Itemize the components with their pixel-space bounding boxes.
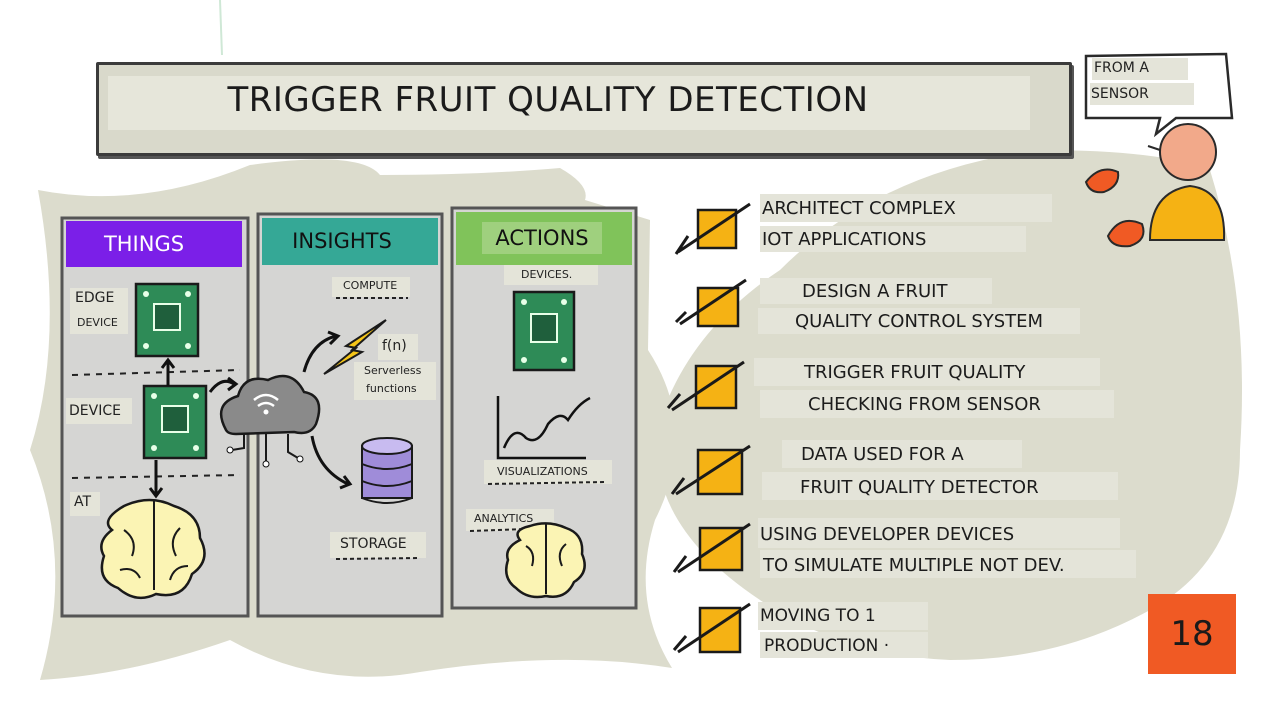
item-line-1: DATA USED FOR A: [801, 444, 964, 465]
checklist-item: DESIGN A FRUIT QUALITY CONTROL SYSTEM: [674, 278, 1134, 342]
item-line-1: MOVING TO 1: [760, 606, 876, 626]
analytics-brain-icon: [505, 522, 586, 599]
storage-database-icon: [361, 437, 413, 504]
arrow-right-icon: [208, 376, 239, 393]
label-storage: STORAGE: [340, 536, 407, 552]
actions-heading: ACTIONS: [495, 226, 589, 250]
bubble-line-1: FROM A: [1094, 60, 1149, 76]
checkbox-checked-icon: [672, 522, 751, 574]
item-line-2: FRUIT QUALITY DETECTOR: [800, 477, 1039, 498]
item-line-1: DESIGN A FRUIT: [802, 281, 948, 302]
item-line-1: ARCHITECT COMPLEX: [762, 198, 956, 219]
checkbox-checked-icon: [674, 278, 747, 328]
visualization-chart-icon: [496, 396, 591, 460]
slide-title: TRIGGER FRUIT QUALITY DETECTION: [227, 80, 869, 120]
cloud-wifi-icon: [219, 374, 321, 468]
lightning-icon: [323, 319, 387, 375]
arrow-to-storage-icon: [310, 435, 353, 490]
item-line-2: IOT APPLICATIONS: [762, 229, 927, 250]
label-device: DEVICE: [69, 403, 121, 419]
checkbox-checked-icon: [674, 202, 751, 255]
item-line-2: TO SIMULATE MULTIPLE NOT DEV.: [763, 555, 1065, 576]
item-line-1: TRIGGER FRUIT QUALITY: [804, 362, 1026, 383]
presenter-person-icon: [1084, 123, 1226, 248]
action-device-chip-icon: [512, 290, 576, 372]
item-line-2: QUALITY CONTROL SYSTEM: [795, 311, 1044, 332]
checklist-item: USING DEVELOPER DEVICES TO SIMULATE MULT…: [672, 518, 1142, 584]
checkbox-checked-icon: [666, 360, 745, 412]
label-serverless: Serverless: [364, 364, 422, 377]
title-strip: [108, 76, 1030, 130]
arrow-down-icon: [148, 460, 164, 499]
insights-header: [262, 218, 438, 265]
label-edge-device: DEVICE: [77, 316, 118, 329]
label-devices: DEVICES.: [521, 268, 573, 281]
label-fn: f(n): [382, 338, 407, 354]
label-edge: EDGE: [75, 290, 115, 306]
arrow-up-icon: [160, 357, 176, 386]
item-line-1: USING DEVELOPER DEVICES: [760, 524, 1015, 545]
arrow-to-compute-icon: [302, 330, 341, 373]
slide-number-badge: 18: [1148, 594, 1236, 674]
bubble-line-2: SENSOR: [1091, 86, 1149, 102]
edge-device-chip-icon: [134, 282, 200, 358]
checklist-item: TRIGGER FRUIT QUALITY CHECKING FROM SENS…: [664, 358, 1134, 424]
things-header: [66, 221, 242, 267]
label-functions: functions: [366, 382, 417, 395]
device-chip-icon: [142, 384, 208, 460]
checklist-item: ARCHITECT COMPLEX IOT APPLICATIONS: [674, 194, 1134, 260]
item-line-2: CHECKING FROM SENSOR: [808, 394, 1041, 415]
label-compute: COMPUTE: [343, 279, 398, 292]
insights-heading: INSIGHTS: [292, 229, 392, 253]
item-line-2: PRODUCTION ·: [764, 636, 890, 656]
checklist-item: MOVING TO 1 PRODUCTION ·: [672, 600, 1132, 666]
label-analytics: ANALYTICS: [474, 512, 534, 525]
ai-brain-icon: [100, 498, 206, 600]
label-visualizations: VISUALIZATIONS: [497, 465, 588, 478]
things-heading: THINGS: [103, 232, 185, 256]
label-ai: AT: [74, 494, 92, 510]
checklist-item: DATA USED FOR A FRUIT QUALITY DETECTOR: [670, 440, 1130, 506]
checkbox-checked-icon: [670, 444, 751, 496]
checkbox-checked-icon: [672, 602, 751, 654]
